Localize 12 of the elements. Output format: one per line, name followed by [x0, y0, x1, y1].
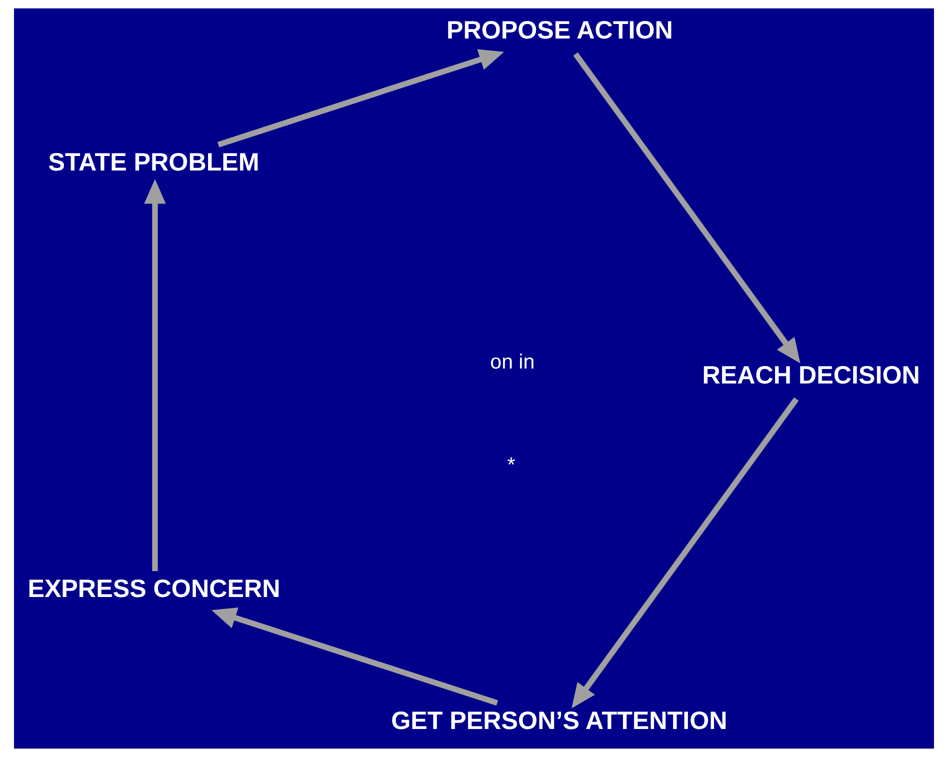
node-text: EXPRESS CONCERN [28, 575, 280, 603]
node-text: REACH DECISION [702, 362, 920, 390]
arrow [573, 52, 800, 364]
label: * [507, 453, 516, 476]
node-text: PROPOSE ACTION [446, 16, 673, 45]
arrow [217, 49, 504, 148]
arrow [211, 607, 498, 706]
arrow [144, 179, 166, 572]
node-text: GET PERSON’S ATTENTION [391, 706, 728, 735]
label: on in [490, 350, 535, 374]
node-text: STATE PROBLEM [48, 148, 260, 176]
arrow [572, 397, 799, 708]
